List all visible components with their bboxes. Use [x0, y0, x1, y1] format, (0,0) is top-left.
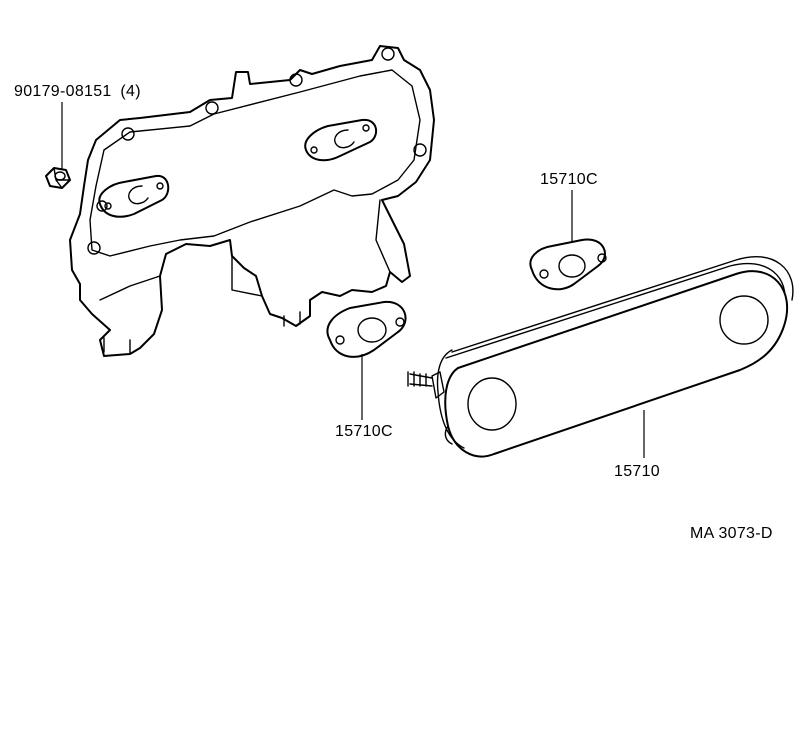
nut-quantity: (4): [120, 83, 141, 100]
label-nut-part-number: 90179-08151 (4): [14, 84, 141, 100]
gasket-upper: [529, 238, 607, 291]
label-gasket-upper: 15710C: [540, 171, 598, 188]
gasket-lower: [326, 300, 407, 358]
label-gasket-lower: 15710C: [335, 423, 393, 440]
label-oil-cooler: 15710: [614, 463, 660, 480]
engine-cover-housing: [69, 45, 435, 357]
nut-part-number: 90179-08151: [14, 83, 112, 100]
flange-nut: [45, 167, 71, 189]
oil-cooler-element: [407, 255, 794, 458]
drawing-code: MA 3073-D: [690, 525, 773, 542]
